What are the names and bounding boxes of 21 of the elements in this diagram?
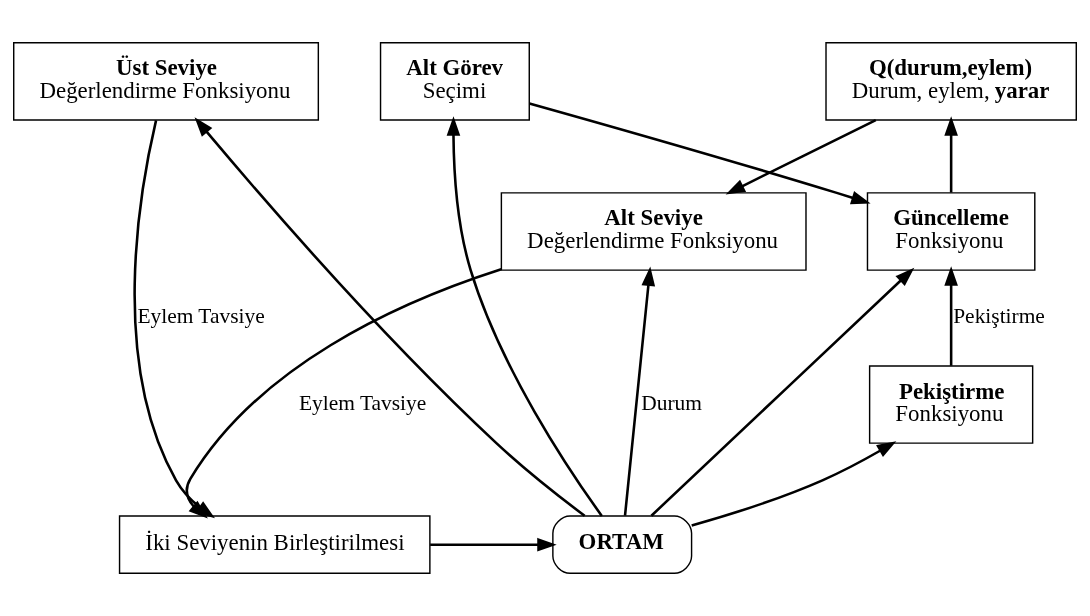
edge-label: Durum <box>641 390 702 415</box>
arrow <box>691 441 897 527</box>
node-box: Alt Görev Seçimi <box>379 42 530 121</box>
node-box: Q(durum,eylem) Durum, eylem, yarar <box>825 42 1077 121</box>
node-box: Pekiştirme Fonksiyonu <box>868 365 1034 444</box>
node-box: Güncelleme Fonksiyonu <box>866 192 1036 271</box>
arrow <box>623 266 656 516</box>
edge-label: Pekiştirme <box>953 304 1045 329</box>
arrow <box>529 102 871 205</box>
arrow <box>650 267 915 517</box>
arrow <box>446 116 603 517</box>
node-box: ORTAM <box>552 515 693 574</box>
arrow <box>944 116 958 193</box>
arrow <box>430 537 557 552</box>
node-box: İki Seviyenin Birleştirilmesi <box>118 515 431 574</box>
arrow <box>725 118 877 195</box>
arrow <box>944 266 958 366</box>
edge-label: Eylem Tavsiye <box>137 304 265 329</box>
node-box: Üst Seviye Değerlendirme Fonksiyonu <box>13 42 320 121</box>
node-box: Alt Seviye Değerlendirme Fonksiyonu <box>500 192 807 271</box>
edge-label: Eylem Tavsiye <box>299 390 427 415</box>
